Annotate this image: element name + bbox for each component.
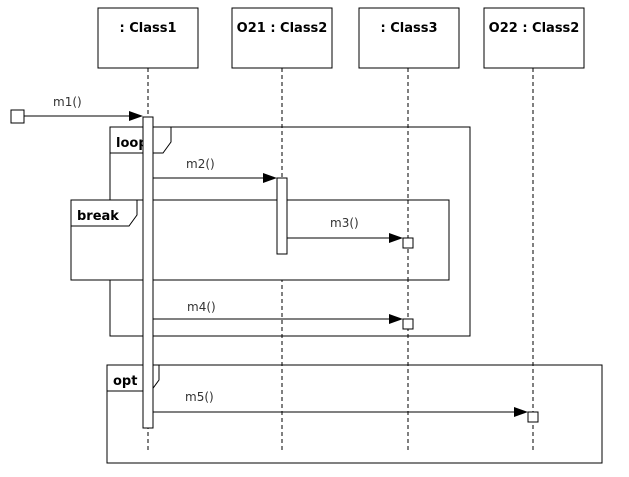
message-m2-label: m2() (186, 157, 215, 171)
message-m5[interactable]: m5() (153, 390, 528, 417)
message-m2[interactable]: m2() (153, 157, 277, 183)
activation-o22-m5[interactable] (527, 411, 539, 423)
activation-class3-m3[interactable] (402, 237, 414, 249)
message-m4[interactable]: m4() (153, 300, 403, 324)
lifeline-class1-label: : Class1 (119, 21, 176, 36)
lifeline-o22[interactable]: O22 : Class2 (483, 7, 585, 69)
activation-class1[interactable] (142, 116, 154, 429)
lifeline-class3[interactable]: : Class3 (358, 7, 460, 69)
lifeline-o21-label: O21 : Class2 (237, 21, 328, 36)
lifeline-o21[interactable]: O21 : Class2 (231, 7, 333, 69)
message-m3-label: m3() (330, 216, 359, 230)
message-m1[interactable]: m1() (24, 95, 143, 121)
message-m3[interactable]: m3() (287, 216, 403, 243)
message-m5-label: m5() (185, 390, 214, 404)
fragment-opt-label: opt (113, 374, 137, 389)
activation-class3-m4[interactable] (402, 318, 414, 330)
lifeline-class1[interactable]: : Class1 (97, 7, 199, 69)
lifeline-class3-label: : Class3 (380, 21, 437, 36)
message-m4-label: m4() (187, 300, 216, 314)
fragment-break[interactable]: break (70, 199, 450, 281)
fragment-loop-label: loop (116, 136, 148, 151)
found-message-source[interactable] (10, 109, 25, 124)
message-m1-label: m1() (53, 95, 82, 109)
lifeline-o22-label: O22 : Class2 (489, 21, 580, 36)
activation-o21[interactable] (276, 177, 288, 255)
fragment-break-label: break (77, 209, 119, 224)
